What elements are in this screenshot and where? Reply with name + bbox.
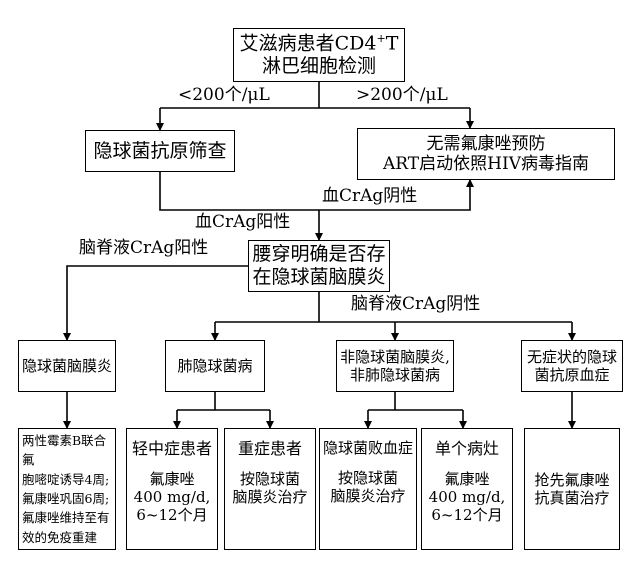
pulmonary-node: 肺隐球菌病 [165, 340, 265, 392]
non-meningeal-line1: 非隐球菌脑膜炎, [340, 348, 450, 366]
meningitis-treatment-line2: 胞嘧啶诱导4周; [22, 471, 110, 487]
severe-line2: 脑膜炎治疗 [232, 488, 308, 507]
mild-dose: 400 mg/d, [133, 488, 211, 507]
mild-duration: 6~12个月 [136, 506, 208, 525]
preemptive-treatment-node: 抢先氟康唑 抗真菌治疗 [524, 428, 620, 550]
no-prophylaxis-line2: ART启动依照HIV病毒指南 [383, 154, 589, 174]
meningitis-treatment-line4: 氟康唑维持至有 [22, 510, 110, 526]
label-csf-negative: 脑脊液CrAg阴性 [351, 294, 481, 314]
lumbar-line2: 在隐球菌脑膜炎 [252, 266, 386, 288]
single-lesion-dose: 400 mg/d, [428, 488, 506, 507]
single-lesion-drug: 氟康唑 [444, 470, 490, 489]
label-blood-negative: 血CrAg阴性 [322, 186, 418, 206]
mild-treatment-node: 轻中症患者 氟康唑 400 mg/d, 6~12个月 [126, 428, 218, 550]
no-prophylaxis-line1: 无需氟康唑预防 [426, 133, 546, 154]
meningitis-treatment-line5: 效的免疫重建 [22, 529, 98, 545]
single-lesion-duration: 6~12个月 [431, 506, 503, 525]
asymptomatic-node: 无症状的隐球 菌抗原血症 [521, 340, 623, 392]
lumbar-line1: 腰穿明确是否存 [252, 243, 386, 266]
asymptomatic-line2: 菌抗原血症 [534, 366, 610, 384]
label-lt200: <200个/μL [178, 85, 270, 105]
pulmonary-text: 肺隐球菌病 [177, 357, 253, 375]
meningitis-treatment-line1: 两性霉素B联合氟 [22, 432, 107, 468]
lumbar-puncture-node: 腰穿明确是否存 在隐球菌脑膜炎 [248, 240, 390, 292]
label-gt200: >200个/μL [356, 85, 448, 105]
severe-title: 重症患者 [237, 439, 302, 458]
label-blood-positive: 血CrAg阳性 [195, 212, 291, 232]
screening-text: 隐球菌抗原筛查 [93, 139, 227, 162]
severe-treatment-node: 重症患者 按隐球菌 脑膜炎治疗 [224, 428, 316, 550]
arrow-blood-negative [159, 172, 474, 211]
no-prophylaxis-node: 无需氟康唑预防 ART启动依照HIV病毒指南 [357, 128, 615, 180]
mild-title: 轻中症患者 [131, 439, 212, 458]
preemptive-line1: 抢先氟康唑 [534, 471, 610, 489]
non-meningeal-node: 非隐球菌脑膜炎, 非肺隐球菌病 [336, 340, 454, 392]
single-lesion-title: 单个病灶 [434, 439, 499, 458]
severe-line1: 按隐球菌 [239, 470, 300, 489]
mild-drug: 氟康唑 [149, 470, 195, 489]
non-meningeal-line2: 非肺隐球菌病 [349, 366, 440, 384]
fungemia-line1: 按隐球菌 [337, 469, 398, 487]
meningitis-text: 隐球菌脑膜炎 [21, 357, 112, 375]
root-line1: 艾滋病患者CD4+T [239, 32, 399, 55]
fungemia-treatment-node: 隐球菌败血症 按隐球菌 脑膜炎治疗 [319, 428, 417, 550]
root-node: 艾滋病患者CD4+T 淋巴细胞检测 [233, 28, 405, 82]
root-line2: 淋巴细胞检测 [261, 55, 376, 78]
fungemia-line2: 脑膜炎治疗 [330, 487, 406, 505]
screening-node: 隐球菌抗原筛查 [85, 130, 235, 172]
fungemia-title: 隐球菌败血症 [322, 439, 413, 457]
meningitis-node: 隐球菌脑膜炎 [18, 340, 116, 392]
meningitis-treatment-line3: 氟康唑巩固6周; [22, 491, 110, 506]
single-lesion-treatment-node: 单个病灶 氟康唑 400 mg/d, 6~12个月 [421, 428, 513, 550]
meningitis-treatment-node: 两性霉素B联合氟 胞嘧啶诱导4周; 氟康唑巩固6周; 氟康唑维持至有 效的免疫重… [18, 428, 116, 550]
label-csf-positive: 脑脊液CrAg阳性 [79, 238, 209, 258]
preemptive-line2: 抗真菌治疗 [534, 489, 610, 507]
asymptomatic-line1: 无症状的隐球 [526, 348, 617, 366]
arrow-csf-positive [63, 265, 248, 341]
